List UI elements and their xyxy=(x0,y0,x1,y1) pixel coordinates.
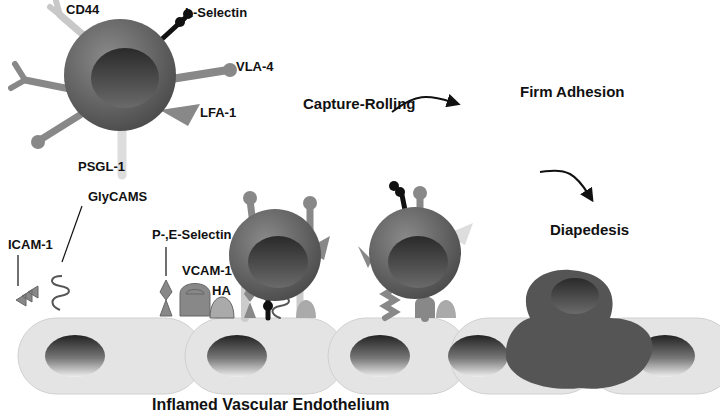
molecule-label: ICAM-1 xyxy=(8,238,53,252)
molecule-label: PSGL-1 xyxy=(78,160,125,174)
leukocyte xyxy=(358,181,473,318)
molecule-label: L-Selectin xyxy=(185,6,247,20)
endothelial-ligands xyxy=(16,276,234,318)
stage-label: Firm Adhesion xyxy=(520,84,624,101)
molecule-label: GlyCAMS xyxy=(88,190,147,204)
molecule-label: CD44 xyxy=(66,3,99,17)
molecule-label: P-,E-Selectin xyxy=(152,228,231,242)
transmigrating-leukocyte xyxy=(506,270,653,389)
leukocyte xyxy=(229,191,330,318)
stage-label: Diapedesis xyxy=(550,222,629,239)
stage-arrow xyxy=(540,171,592,200)
molecule-label: HA xyxy=(212,284,231,298)
molecule-label: VLA-4 xyxy=(236,60,274,74)
molecule-label: LFA-1 xyxy=(200,106,236,120)
leukocyte xyxy=(11,1,237,175)
diagram-heading: Inflamed Vascular Endothelium xyxy=(152,396,389,414)
stage-label: Capture-Rolling xyxy=(303,96,416,113)
molecule-label: VCAM-1 xyxy=(182,264,232,278)
